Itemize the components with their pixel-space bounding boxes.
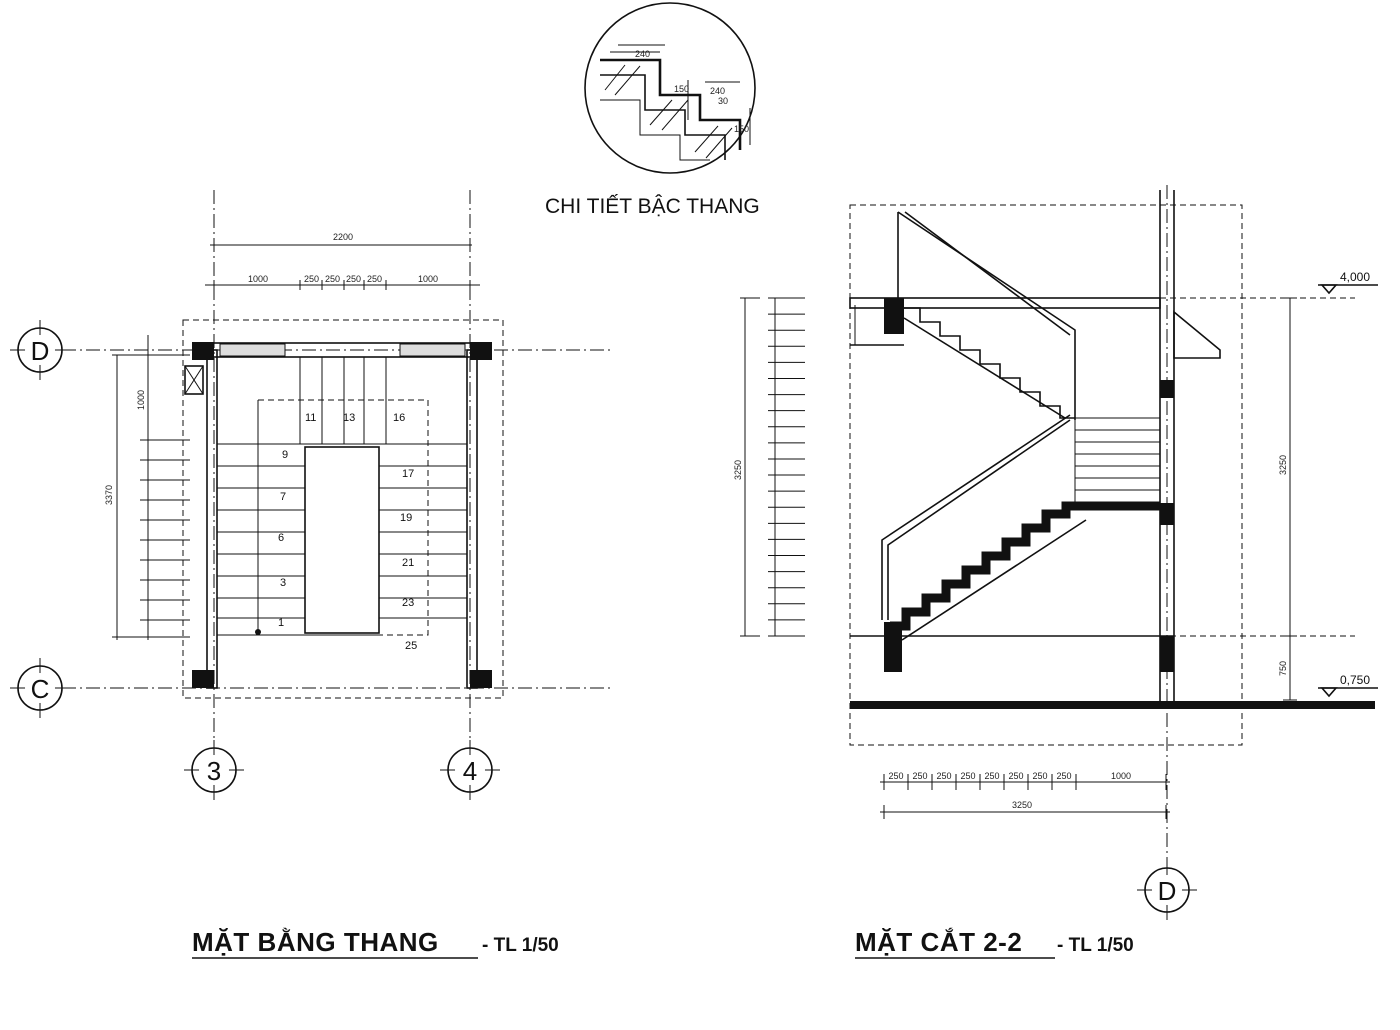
plan-scale: - TL 1/50 xyxy=(482,935,559,956)
section-bottom-dim: 1000 xyxy=(1111,771,1131,781)
section-bottom-dim: 250 xyxy=(936,771,951,781)
section-dim-left-total: 3250 xyxy=(733,460,743,480)
axis-4-plan: 4 xyxy=(440,740,500,800)
detail-dim-1: 240 xyxy=(635,49,650,59)
section-scale: - TL 1/50 xyxy=(1057,935,1134,956)
step-1: 1 xyxy=(278,617,284,629)
step-19: 19 xyxy=(400,512,412,524)
stair-section: 3250 3250 750 4,000 0,750 3250 250 250 250… xyxy=(733,185,1378,959)
section-bottom-dim: 250 xyxy=(1056,771,1071,781)
section-axis-label-D: D xyxy=(1158,876,1177,906)
axis-C-plan: C xyxy=(10,658,70,718)
step-6: 6 xyxy=(278,532,284,544)
plan-dim-vertical-part: 1000 xyxy=(136,390,146,410)
detail-dim-2: 240 xyxy=(710,86,725,96)
axis-label-C: C xyxy=(31,674,50,704)
section-bottom-dim: 250 xyxy=(984,771,999,781)
axis-label-4: 4 xyxy=(463,756,477,786)
level-upper-label: 4,000 xyxy=(1340,270,1370,284)
step-11: 11 xyxy=(305,412,316,424)
level-lower-label: 0,750 xyxy=(1340,673,1370,687)
section-title: MẶT CẮT 2-2 xyxy=(855,927,1022,957)
step-3: 3 xyxy=(280,577,286,589)
axis-label-D: D xyxy=(31,336,50,366)
plan-dim-seg-1: 1000 xyxy=(248,274,268,284)
step-16: 16 xyxy=(393,412,405,424)
section-bottom-dim: 250 xyxy=(1032,771,1047,781)
section-bottom-dim: 250 xyxy=(1008,771,1023,781)
section-bottom-dim: 250 xyxy=(888,771,903,781)
section-dim-height: 3250 xyxy=(1278,455,1288,475)
step-9: 9 xyxy=(282,449,288,461)
step-detail: 240 240 150 150 30 CHI TIẾT BẬC THANG xyxy=(545,2,760,218)
section-bottom-dim: 250 xyxy=(960,771,975,781)
plan-dim-vertical-total: 3370 xyxy=(104,485,114,505)
plan-title: MẶT BẰNG THANG xyxy=(192,927,439,957)
detail-title: CHI TIẾT BẬC THANG xyxy=(545,195,760,218)
detail-dim-5: 30 xyxy=(718,96,728,106)
step-25: 25 xyxy=(405,640,417,652)
level-marker-lower: 0,750 xyxy=(1318,673,1378,698)
step-7: 7 xyxy=(280,491,286,503)
step-23: 23 xyxy=(402,597,414,609)
axis-D-section: D xyxy=(1137,860,1197,920)
detail-dim-3: 150 xyxy=(674,84,689,94)
plan-dim-seg-2: 250 xyxy=(304,274,319,284)
axis-3-plan: 3 xyxy=(184,740,244,800)
plan-dim-seg-6: 1000 xyxy=(418,274,438,284)
detail-dim-4: 150 xyxy=(734,124,749,134)
plan-dim-seg-4: 250 xyxy=(346,274,361,284)
section-bottom-dim: 250 xyxy=(912,771,927,781)
axis-label-3: 3 xyxy=(207,756,221,786)
step-21: 21 xyxy=(402,557,414,569)
axis-D-plan: D xyxy=(10,320,70,380)
step-13: 13 xyxy=(343,412,355,424)
plan-dim-seg-5: 250 xyxy=(367,274,382,284)
level-marker-upper: 4,000 xyxy=(1318,270,1378,295)
step-17: 17 xyxy=(402,468,414,480)
stair-plan: 1 3 6 7 9 11 13 16 17 19 21 23 25 2200 1… xyxy=(10,190,610,959)
section-dim-base: 750 xyxy=(1278,661,1288,676)
plan-dim-overall: 2200 xyxy=(333,232,353,242)
plan-dim-seg-3: 250 xyxy=(325,274,340,284)
section-dim-bottom-total: 3250 xyxy=(1012,800,1032,810)
